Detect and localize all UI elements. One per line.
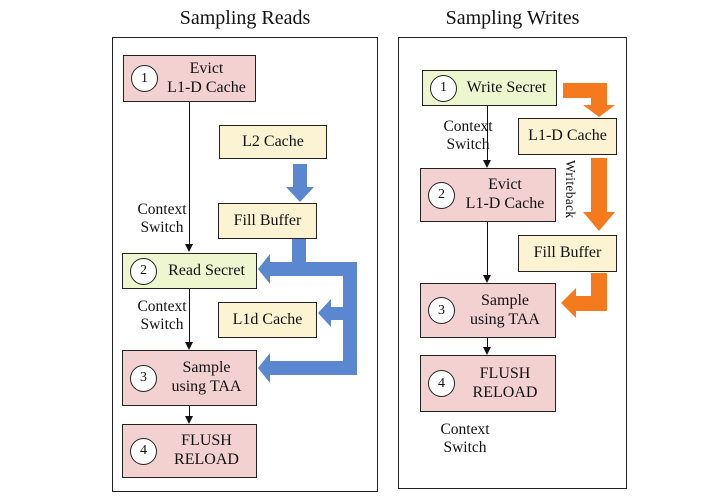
- step-label-line: FLUSH: [479, 364, 531, 382]
- step-label: Evict L1-D Cache: [455, 176, 555, 214]
- step-box-write-secret: 1 Write Secret: [422, 70, 557, 106]
- step-label: Read Secret: [168, 261, 245, 279]
- step-label: Evict L1-D Cache: [158, 60, 255, 98]
- arrowhead-down-icon: [483, 160, 491, 168]
- step-label: Sample using TAA: [157, 359, 256, 397]
- arrow-line-step1-step2-writes: [487, 106, 488, 161]
- step-number: 4: [438, 375, 445, 391]
- step-label-line: using TAA: [171, 378, 242, 395]
- step-label-line: RELOAD: [472, 383, 538, 401]
- step-number: 4: [140, 443, 147, 458]
- cache-box-fill-buffer-writes: Fill Buffer: [518, 235, 617, 272]
- arrow-line-step2-step3-reads: [189, 289, 190, 343]
- label-line: Switch: [446, 135, 490, 153]
- step-2-circle-icon: 2: [130, 257, 157, 285]
- step-label-line: L1-D Cache: [465, 195, 545, 212]
- step-label-line: L1-D Cache: [167, 78, 246, 96]
- cache-box-label: Fill Buffer: [533, 244, 602, 262]
- step-4-circle-icon: 4: [130, 437, 157, 465]
- context-switch-label-reads-2: Context Switch: [126, 298, 198, 334]
- cache-box-label: L1d Cache: [232, 310, 303, 328]
- label-line: Context: [137, 298, 187, 315]
- arrow-line-step3-step4-writes: [487, 338, 488, 348]
- step-label: FLUSH RELOAD: [157, 432, 256, 470]
- step-label: Sample using TAA: [455, 292, 555, 330]
- arrow-line-step1-step2-reads: [189, 102, 190, 245]
- context-switch-label-reads-1: Context Switch: [126, 201, 198, 237]
- step-number: 1: [141, 70, 148, 86]
- left-panel-frame: [112, 37, 378, 492]
- step-box-sample-taa-reads: 3 Sample using TAA: [122, 350, 257, 406]
- step-box-flush-reload-reads: 4 FLUSH RELOAD: [122, 424, 257, 478]
- context-switch-label-writes-1: Context Switch: [432, 118, 504, 154]
- arrowhead-down-icon: [185, 342, 193, 350]
- step-label-line: Sample: [481, 291, 529, 309]
- step-label-line: Sample: [182, 359, 231, 377]
- cache-box-label: L2 Cache: [242, 132, 304, 150]
- label-line: Context: [443, 118, 493, 135]
- step-label-line: FLUSH: [181, 432, 232, 450]
- step-2-circle-icon: 2: [428, 181, 455, 209]
- step-box-read-secret: 2 Read Secret: [122, 253, 257, 289]
- step-number: 1: [440, 80, 447, 95]
- writeback-label: Writeback: [563, 160, 578, 219]
- step-number: 3: [140, 370, 147, 385]
- step-box-flush-reload-writes: 4 FLUSH RELOAD: [420, 355, 556, 412]
- cache-box-l1d-writes: L1-D Cache: [518, 118, 617, 155]
- label-line: Context: [440, 421, 490, 438]
- step-label: FLUSH RELOAD: [455, 365, 555, 403]
- cache-box-fill-buffer-reads: Fill Buffer: [218, 203, 317, 239]
- cache-box-label: Fill Buffer: [233, 211, 302, 229]
- cache-box-label: L1-D Cache: [528, 127, 607, 145]
- step-box-sample-taa-writes: 3 Sample using TAA: [420, 283, 556, 338]
- left-panel-title: Sampling Reads: [179, 7, 311, 29]
- context-switch-label-writes-2: Context Switch: [429, 421, 501, 457]
- step-1-circle-icon: 1: [131, 65, 158, 92]
- step-number: 2: [438, 187, 445, 202]
- label-line: Context: [137, 201, 187, 218]
- step-label-line: Evict: [189, 59, 224, 77]
- arrowhead-down-icon: [483, 275, 491, 283]
- right-panel-title: Sampling Writes: [445, 7, 580, 29]
- cache-box-l2: L2 Cache: [219, 125, 327, 159]
- step-number: 2: [140, 263, 147, 278]
- arrowhead-down-icon: [185, 244, 193, 252]
- step-box-evict-l1d-writes: 2 Evict L1-D Cache: [420, 168, 556, 222]
- arrow-line-step3-step4-reads: [189, 406, 190, 417]
- step-label-line: Evict: [488, 176, 522, 194]
- arrowhead-down-icon: [185, 416, 193, 424]
- cache-box-l1d-reads: L1d Cache: [218, 302, 317, 338]
- step-3-circle-icon: 3: [428, 297, 455, 324]
- step-label-line: using TAA: [470, 310, 540, 328]
- arrowhead-down-icon: [483, 347, 491, 355]
- step-box-evict-l1d-reads: 1 Evict L1-D Cache: [123, 55, 256, 102]
- label-line: Switch: [140, 315, 184, 333]
- step-1-circle-icon: 1: [430, 74, 457, 102]
- label-line: Switch: [443, 438, 487, 456]
- step-label: Write Secret: [466, 78, 547, 96]
- right-panel-frame: [398, 37, 627, 489]
- step-label-line: RELOAD: [174, 451, 239, 468]
- arrow-line-step2-step3-writes: [487, 222, 488, 276]
- label-line: Switch: [140, 218, 184, 236]
- step-3-circle-icon: 3: [130, 364, 157, 392]
- step-number: 3: [438, 302, 445, 318]
- step-4-circle-icon: 4: [428, 370, 455, 397]
